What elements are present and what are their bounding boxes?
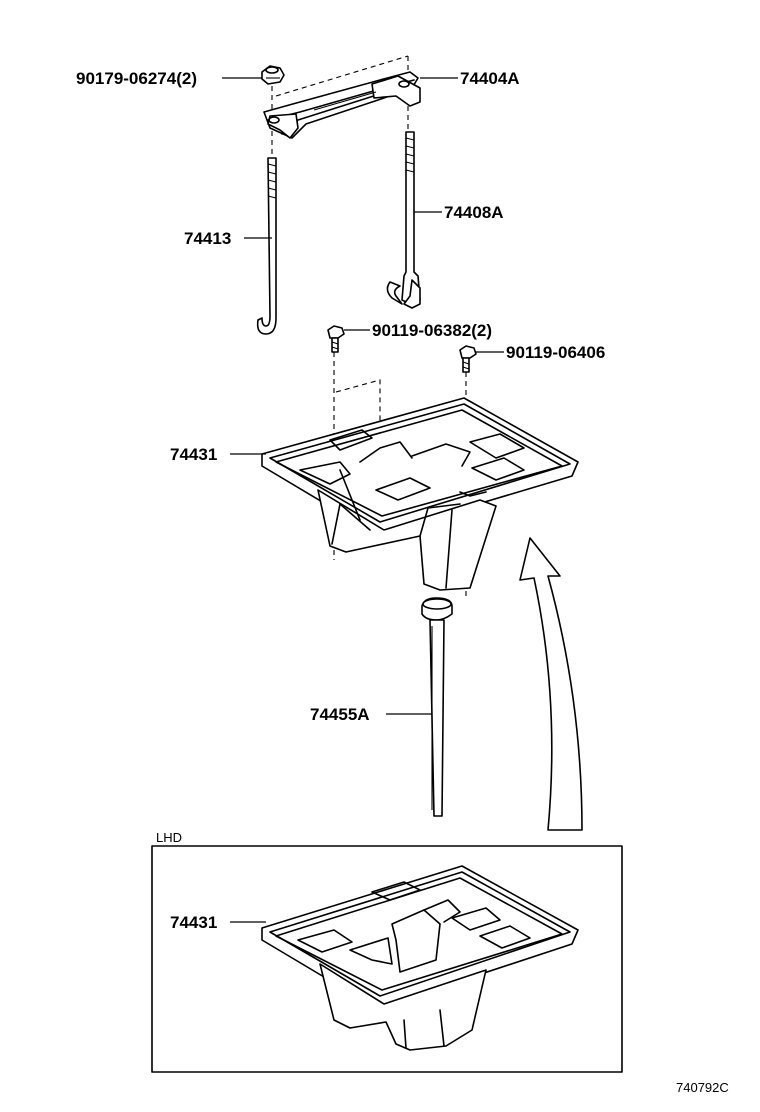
- label-rod-right: 74408A: [444, 203, 504, 222]
- label-drawing-code: 740792C: [676, 1080, 729, 1095]
- battery-tray-upper: [261, 397, 579, 591]
- nut-top: [261, 65, 285, 85]
- battery-tray-lower: [261, 865, 579, 1051]
- curved-arrow: [519, 537, 583, 831]
- drain-pipe: [421, 597, 453, 817]
- label-bolt-top: 90179-06274(2): [76, 69, 197, 88]
- label-bolt-mid-right: 90119-06406: [506, 343, 605, 362]
- label-clamp: 74404A: [460, 69, 520, 88]
- label-tray-upper: 74431: [170, 445, 217, 464]
- hold-down-rod-left: [256, 157, 277, 335]
- hold-down-rod-right: [386, 131, 421, 309]
- battery-clamp: [263, 71, 421, 139]
- leader-lines: [222, 77, 504, 923]
- label-tray-lower: 74431: [170, 913, 217, 932]
- label-variant-box: LHD: [156, 830, 182, 845]
- lhd-variant-box: [151, 845, 623, 1073]
- bolt-mid-right: [459, 345, 477, 373]
- label-drain-pipe: 74455A: [310, 705, 370, 724]
- label-bolt-mid-left: 90119-06382(2): [372, 321, 492, 340]
- bolt-mid-left: [327, 325, 345, 353]
- label-rod-left: 74413: [184, 229, 231, 248]
